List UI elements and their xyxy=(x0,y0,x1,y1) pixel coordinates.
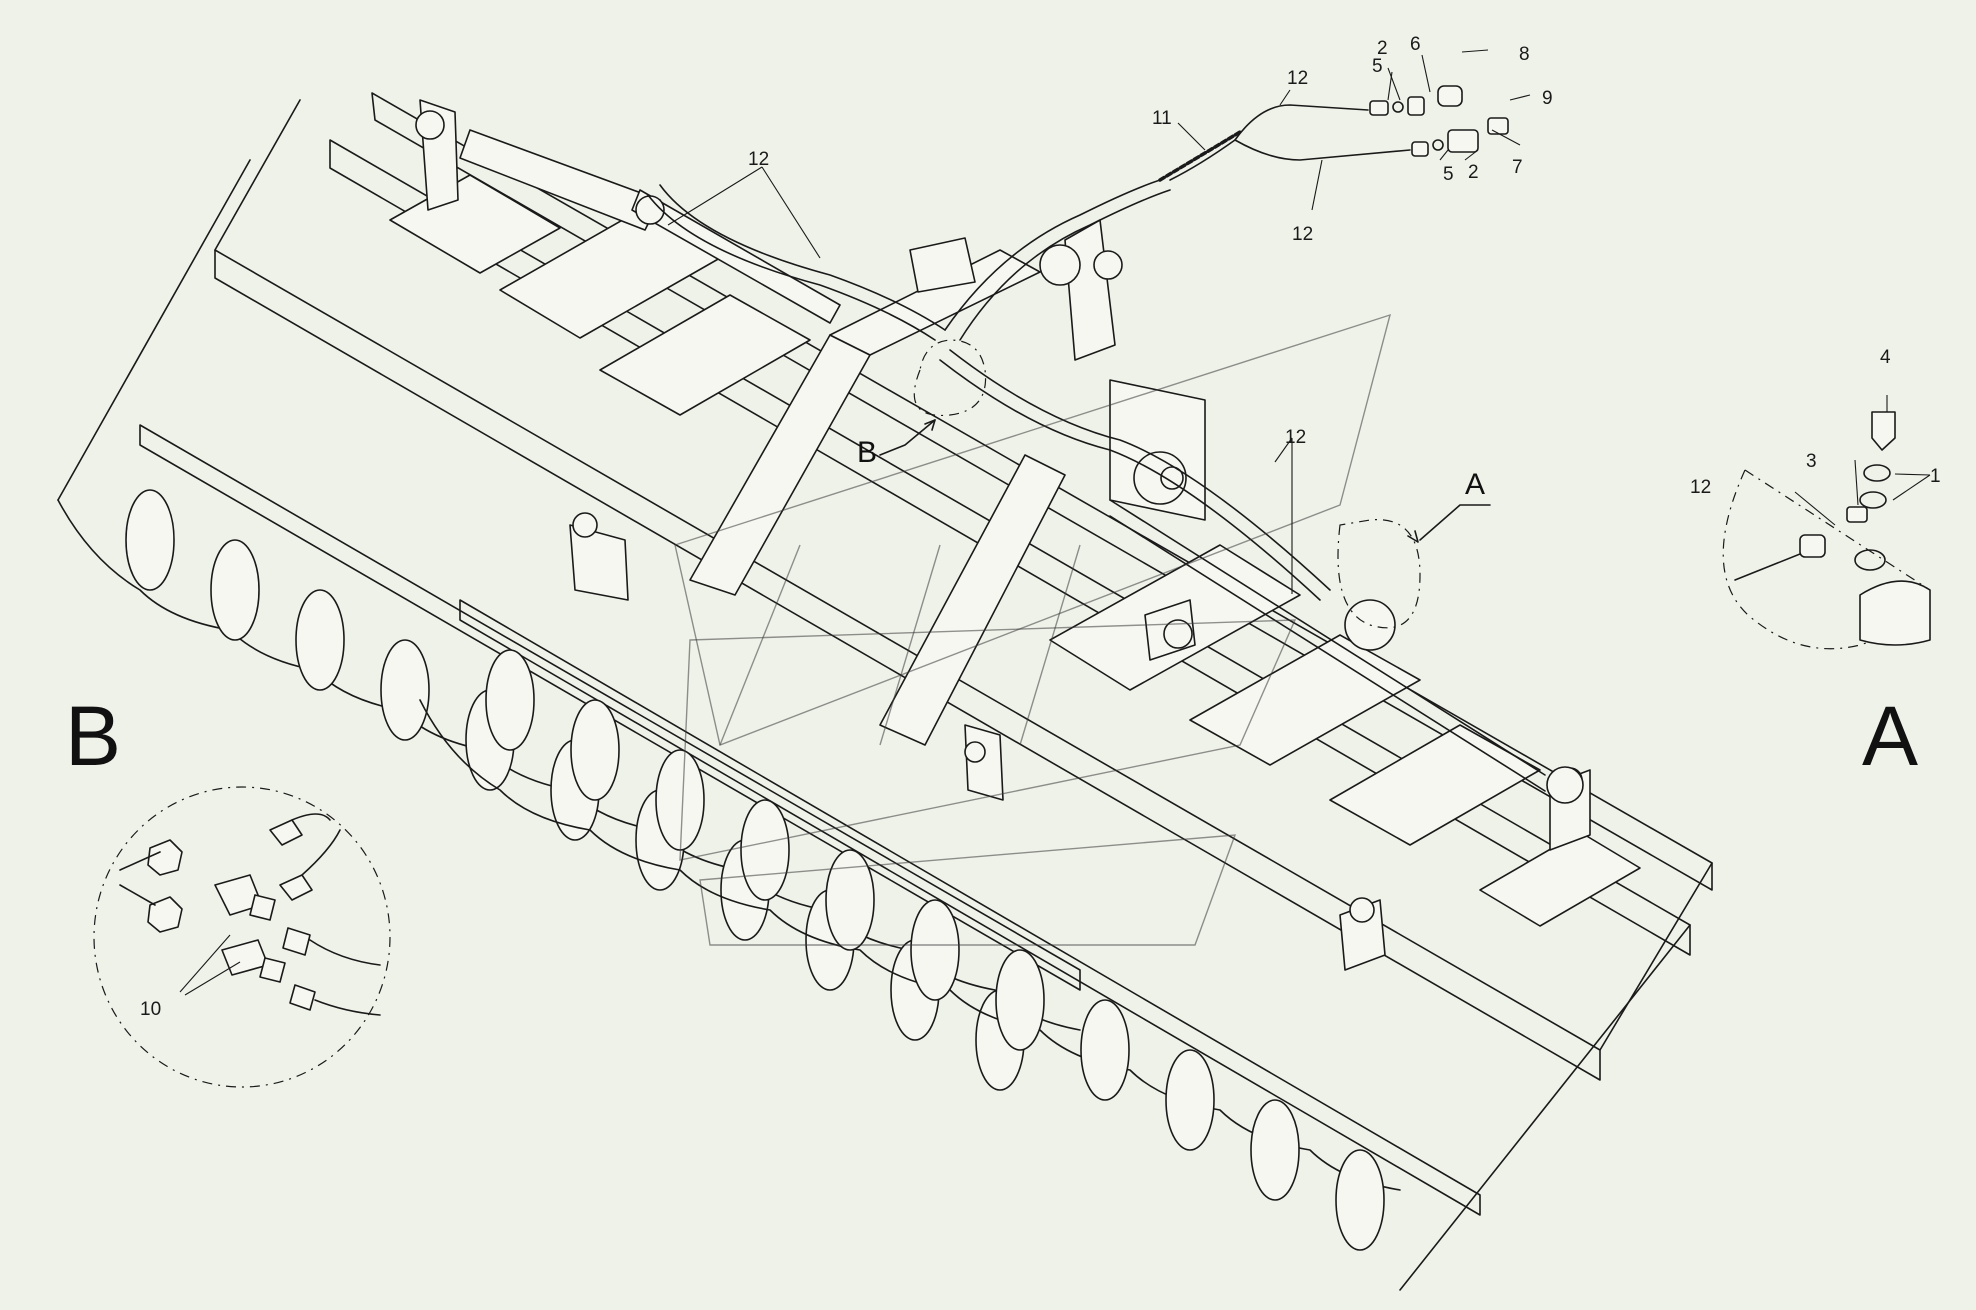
label-11: 11 xyxy=(1152,108,1172,129)
labels: 12 11 12 12 5 2 6 8 9 5 2 7 12 4 3 1 12 … xyxy=(65,34,1941,1020)
disc-gang-lower xyxy=(419,599,1481,1251)
watermark xyxy=(674,313,1392,946)
callout-a-letter: A xyxy=(1465,468,1485,501)
callout-a xyxy=(1274,437,1491,629)
label-12-top-left: 12 xyxy=(748,149,769,170)
label-10: 10 xyxy=(140,999,161,1020)
a-frame-hitch xyxy=(689,219,1206,746)
label-12-frame: 12 xyxy=(1285,427,1306,448)
callout-b-letter: B xyxy=(857,436,877,469)
hose-fittings-top xyxy=(1369,85,1509,157)
label-5-bottom: 5 xyxy=(1443,164,1454,185)
hydraulic-hoses xyxy=(647,104,1411,601)
label-12-top: 12 xyxy=(1287,68,1308,89)
callout-b xyxy=(879,339,987,456)
detail-b-title: B xyxy=(65,689,121,783)
label-5-top: 5 xyxy=(1372,56,1383,77)
label-2-bottom: 2 xyxy=(1468,162,1479,183)
leader-lines xyxy=(667,49,1531,259)
label-12-mid: 12 xyxy=(1292,224,1313,245)
label-9: 9 xyxy=(1542,88,1553,109)
frame-brackets xyxy=(415,99,1591,971)
frame-outline xyxy=(57,92,1713,1291)
label-4: 4 xyxy=(1880,347,1891,368)
label-6: 6 xyxy=(1410,34,1421,55)
detail-a-title: A xyxy=(1862,689,1918,783)
label-1: 1 xyxy=(1930,466,1941,487)
label-2-top: 2 xyxy=(1377,38,1388,59)
label-7: 7 xyxy=(1512,157,1523,178)
label-8: 8 xyxy=(1519,44,1530,65)
detail-b xyxy=(93,786,391,1088)
detail-a xyxy=(1722,395,1931,650)
label-12-detail-a: 12 xyxy=(1690,477,1711,498)
label-3: 3 xyxy=(1806,451,1817,472)
